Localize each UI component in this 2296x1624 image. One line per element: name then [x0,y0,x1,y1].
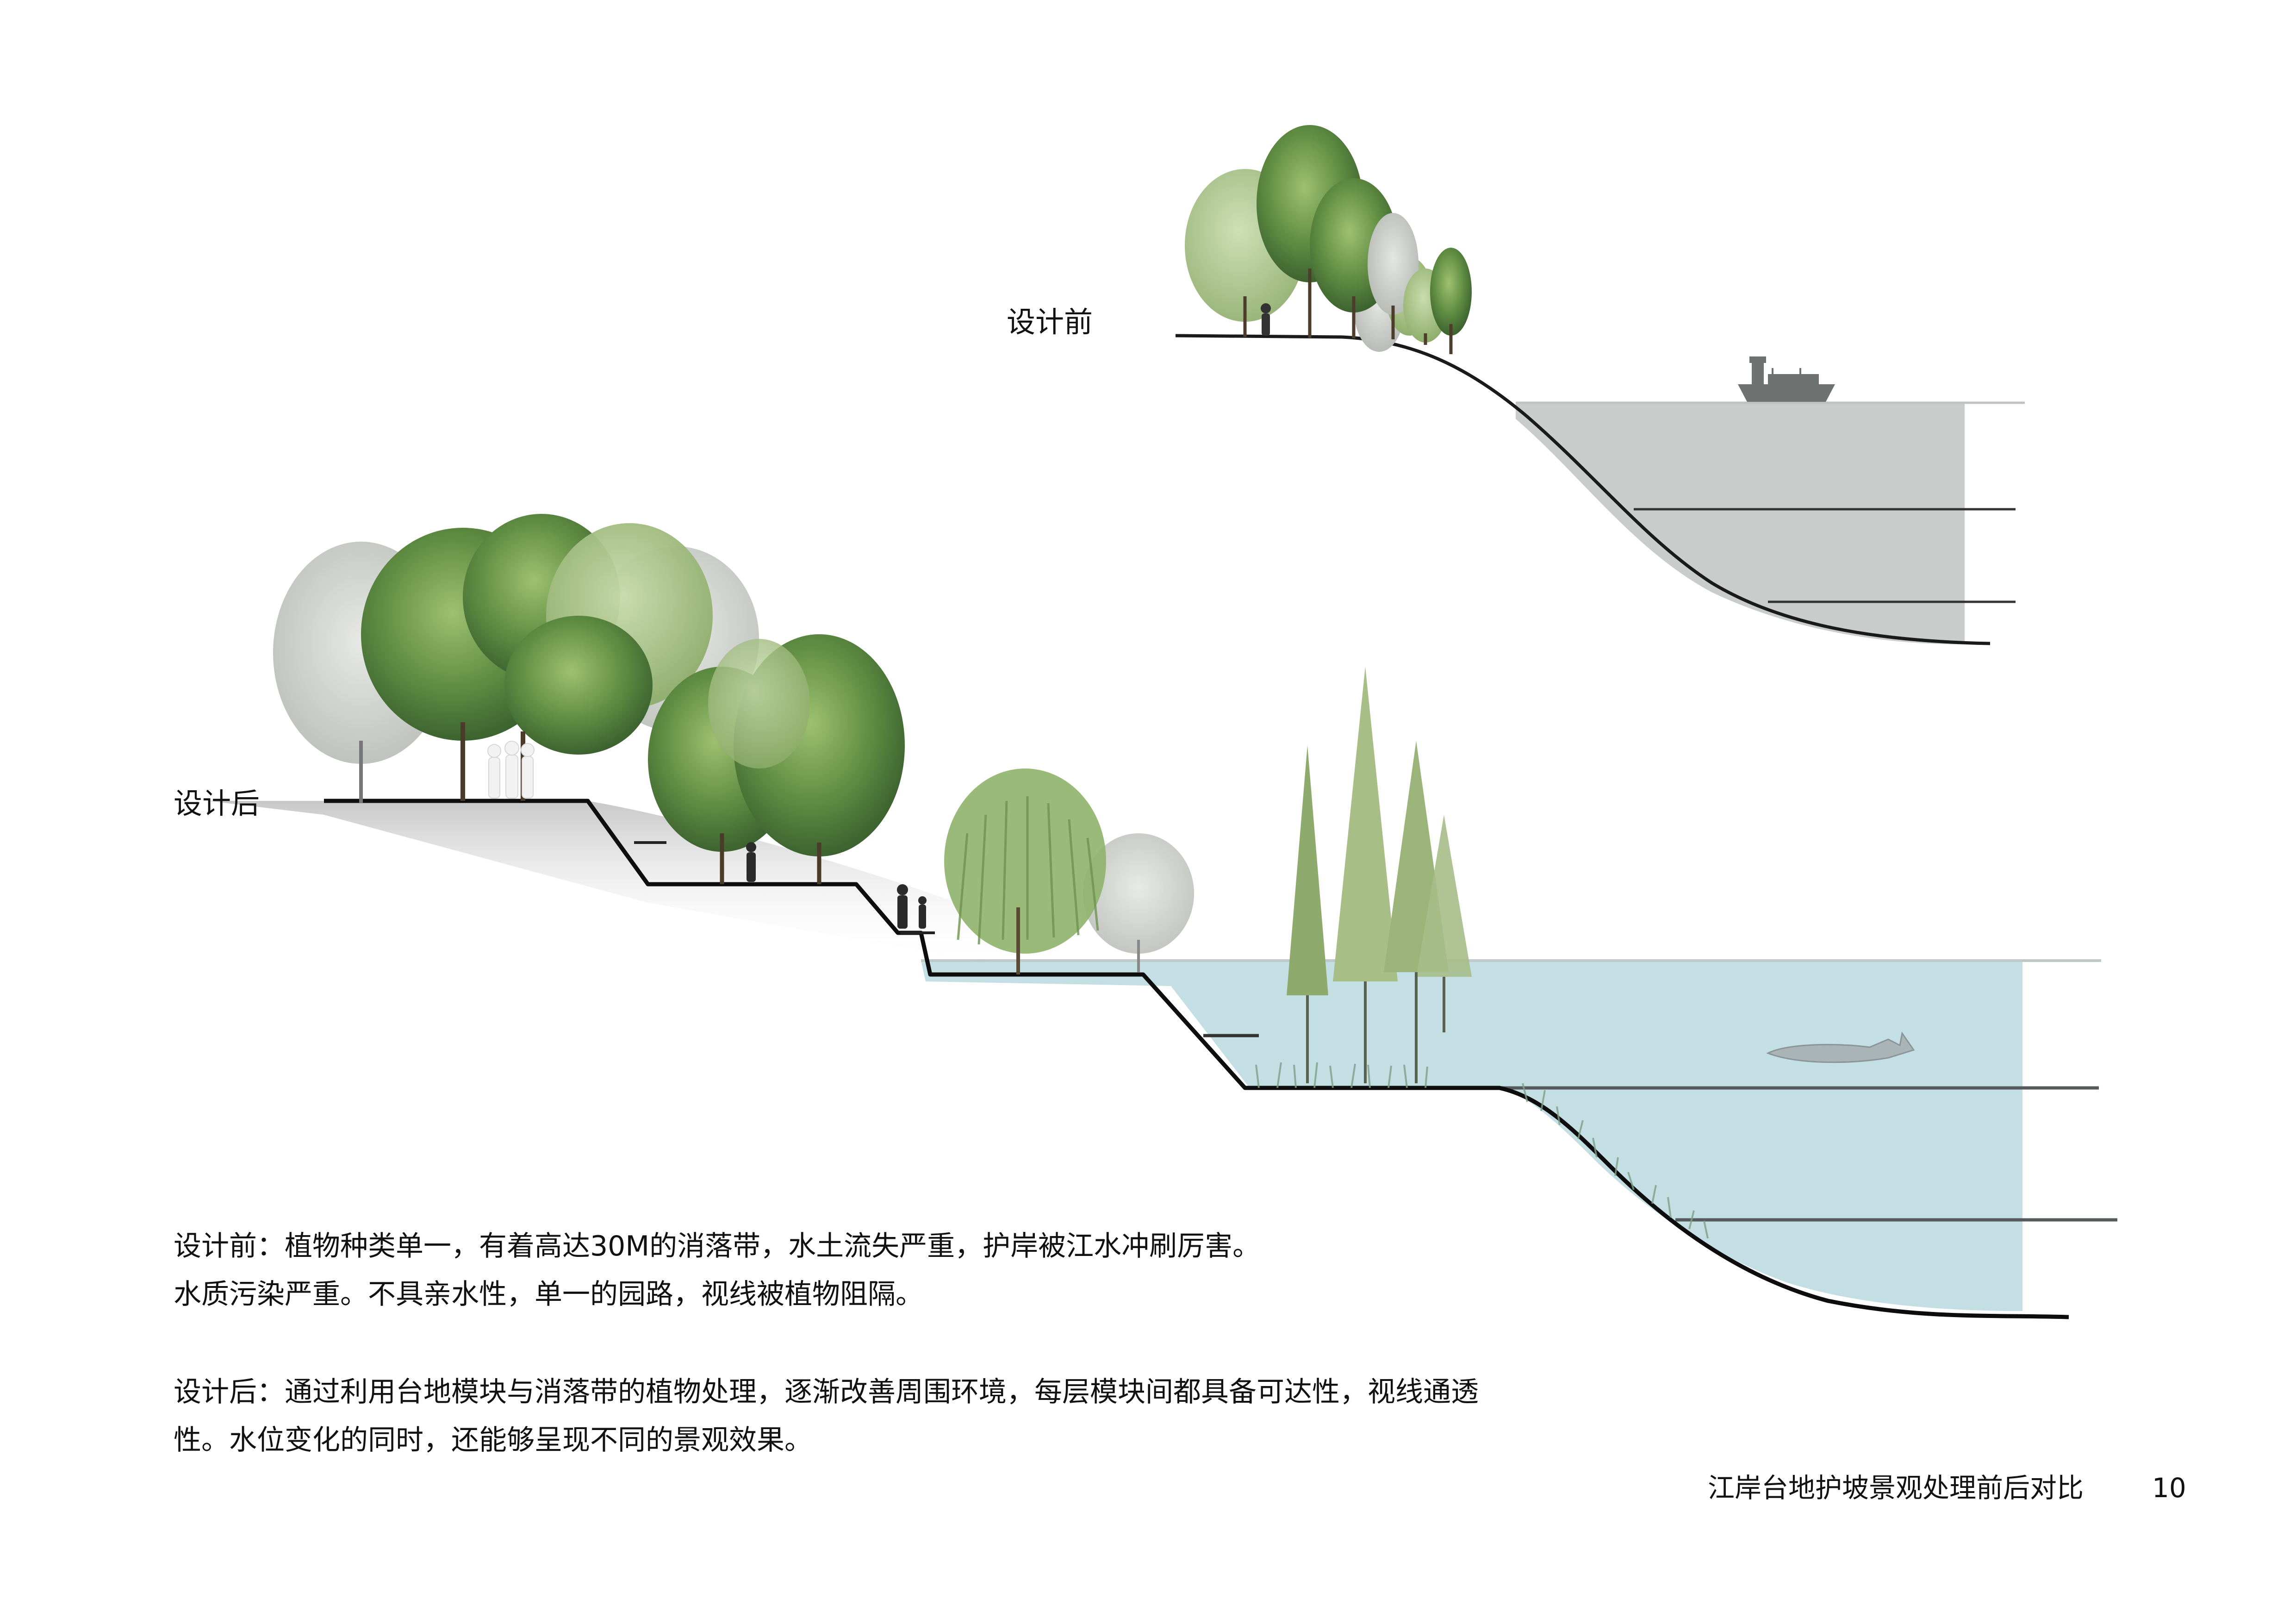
description-before-line2: 水质污染严重。不具亲水性，单一的园路，视线被植物阻隔。 [174,1278,923,1311]
person-silhouette-icon [487,744,501,799]
person-silhouette-icon [897,884,927,929]
willow-tree [944,768,1106,974]
description-before: 设计前：植物种类单一，有着高达30M的消落带，水土流失严重，护岸被江水冲刷厉害。… [174,1222,1747,1318]
description-after: 设计后：通过利用台地模块与消落带的植物处理，逐渐改善周围环境，每层模块间都具备可… [174,1368,1747,1464]
after-section [208,514,2117,1319]
description-before-line1: 设计前：植物种类单一，有着高达30M的消落带，水土流失严重，护岸被江水冲刷厉害。 [174,1230,1261,1262]
before-ground-profile [1175,334,1991,645]
before-section [1175,125,2025,645]
person-silhouette-icon [521,743,535,799]
description-after-line2: 性。水位变化的同时，还能够呈现不同的景观效果。 [174,1424,812,1456]
cargo-ship-icon [1738,356,1835,402]
riparian-vegetation [1255,1062,1709,1239]
ground-shadow [208,801,1018,968]
footer-caption: 江岸台地护坡景观处理前后对比 [1708,1472,2084,1504]
bald-cypress-trees [1287,667,1472,1083]
upper-terrace-trees [361,514,713,801]
after-water-body [921,961,2022,1311]
person-silhouette-icon [746,842,756,882]
description-after-line1: 设计后：通过利用台地模块与消落带的植物处理，逐渐改善周围环境，每层模块间都具备可… [174,1376,1479,1408]
mid-terrace-trees [648,634,905,884]
before-water-body [1516,403,1965,644]
person-silhouette-icon [504,741,519,799]
page-number: 10 [2152,1472,2186,1504]
before-tree-cluster [1185,125,1472,354]
sturgeon-fish-icon [1766,1031,1915,1063]
after-label: 设计后 [174,787,260,820]
after-terrace-profile [324,799,2069,1319]
person-silhouette-icon [1261,303,1271,336]
people-silhouette-group [487,741,535,799]
before-label: 设计前 [1007,305,1093,339]
